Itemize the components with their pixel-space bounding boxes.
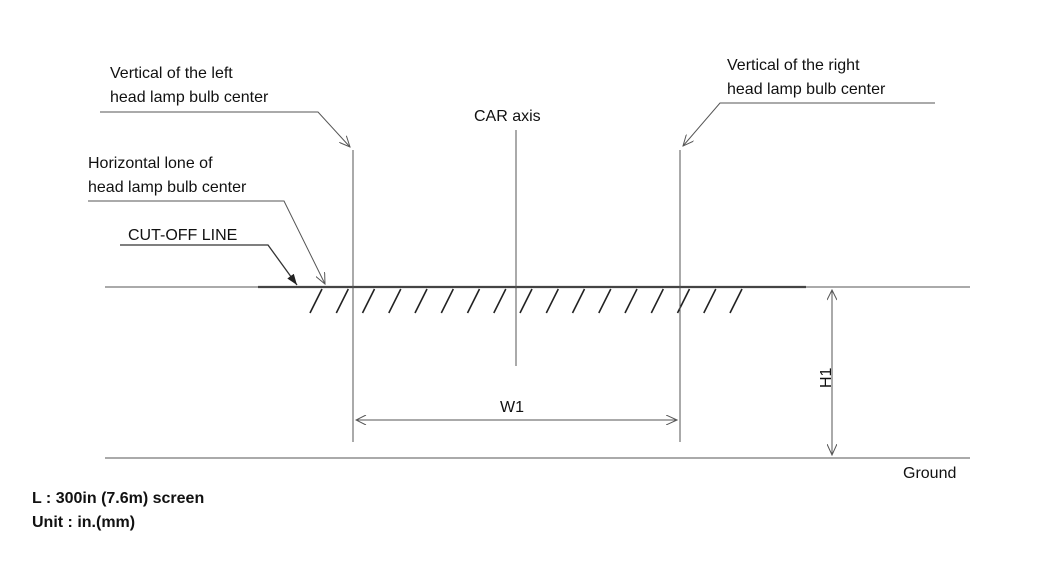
cutoff-leader: [120, 244, 298, 286]
horizontal-leader: [88, 200, 325, 284]
vertical-left-label-line1: Vertical of the left: [110, 65, 233, 82]
hatch-mark: [545, 288, 560, 314]
cutoff-hatching: [309, 288, 743, 314]
hatch-mark: [650, 288, 665, 314]
cutoff-line-label: CUT-OFF LINE: [128, 227, 237, 244]
right-vertical-leader: [683, 102, 935, 146]
hatch-mark: [598, 288, 612, 314]
hatch-mark: [466, 288, 481, 314]
hatch-mark: [676, 288, 691, 314]
hatch-mark: [414, 288, 428, 314]
hatch-mark: [335, 288, 350, 314]
hatch-mark: [493, 288, 507, 314]
hatch-mark: [309, 288, 323, 314]
vertical-right-label-line2: head lamp bulb center: [727, 81, 886, 98]
hatch-mark: [703, 288, 717, 314]
hatch-mark: [440, 288, 455, 314]
hatch-mark: [361, 288, 376, 314]
horizontal-label-line1: Horizontal lone of: [88, 155, 213, 172]
left-vertical-leader: [100, 111, 350, 147]
hatch-mark: [729, 288, 743, 314]
horizontal-label-line2: head lamp bulb center: [88, 179, 247, 196]
w1-label: W1: [500, 399, 524, 416]
hatch-mark: [571, 288, 586, 314]
ground-label: Ground: [903, 465, 956, 482]
unit-note: Unit : in.(mm): [32, 514, 135, 531]
car-axis-label: CAR axis: [474, 108, 541, 125]
hatch-mark: [624, 288, 638, 314]
vertical-left-label-line2: head lamp bulb center: [110, 89, 269, 106]
hatch-mark: [519, 288, 533, 314]
screen-distance-note: L : 300in (7.6m) screen: [32, 490, 204, 507]
vertical-right-label-line1: Vertical of the right: [727, 57, 860, 74]
hatch-mark: [388, 288, 402, 314]
h1-label: H1: [818, 367, 835, 388]
